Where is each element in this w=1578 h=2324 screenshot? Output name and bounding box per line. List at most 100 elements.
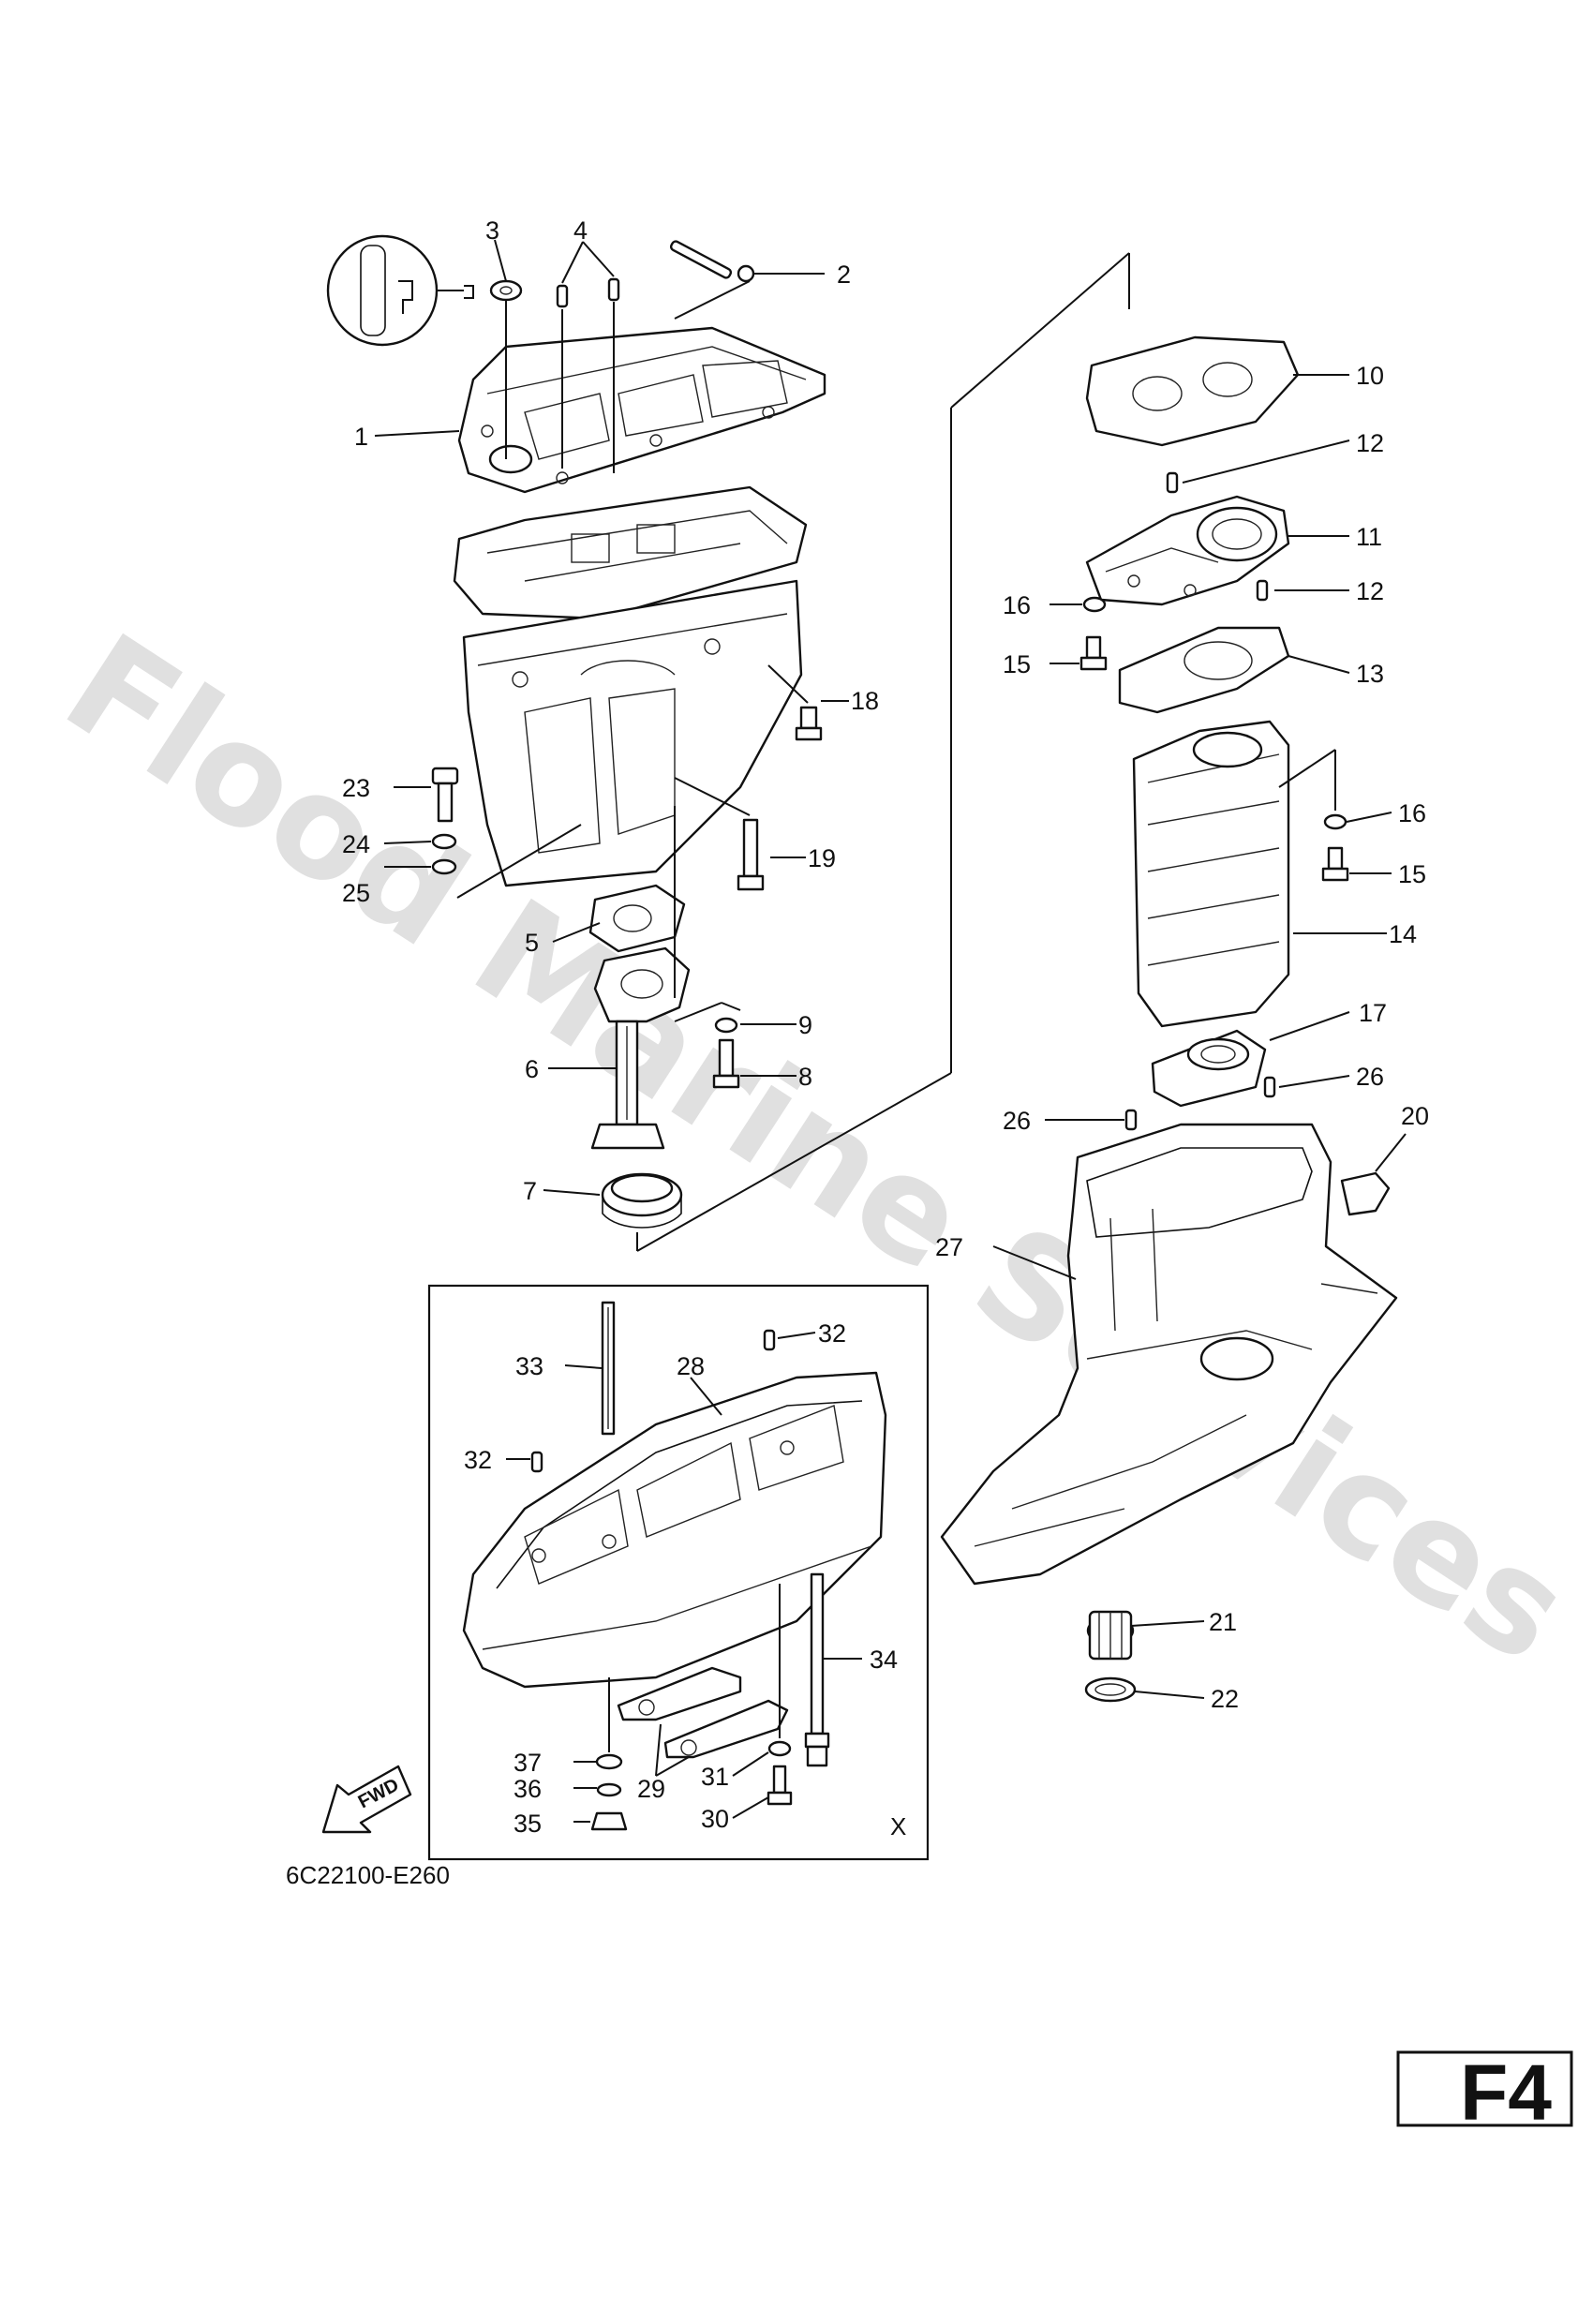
part-3-washer: [489, 279, 523, 302]
callout-7: 7: [523, 1177, 537, 1205]
callout-30: 30: [701, 1805, 729, 1833]
callout-11: 11: [1356, 523, 1382, 551]
callout-24: 24: [342, 830, 370, 858]
part-36-spring-washer: [596, 1782, 622, 1797]
callout-28: 28: [677, 1352, 705, 1380]
part-18-bolt: [767, 664, 849, 741]
part-7-seal: [601, 1172, 683, 1229]
callout-2: 2: [837, 261, 851, 289]
part-11-plate: [1085, 495, 1290, 606]
part-1-upper-case-plate: [457, 326, 826, 494]
part-32-dowel-b: [530, 1451, 543, 1473]
callout-26-right: 26: [1356, 1063, 1384, 1091]
part-exhaust-guide-body: [462, 579, 803, 887]
part-20-plug: [1340, 1171, 1391, 1216]
part-17-seal-housing: [1151, 1029, 1267, 1108]
part-15-bolt-lower: [1321, 846, 1349, 882]
inset-box-x: [427, 1284, 930, 1861]
part-8-bolt: [712, 1038, 740, 1089]
callout-1: 1: [354, 423, 368, 451]
callout-16-lower: 16: [1398, 799, 1426, 827]
part-22-circlip: [1084, 1676, 1137, 1703]
callout-10: 10: [1356, 362, 1384, 390]
callout-17: 17: [1359, 999, 1387, 1027]
part-16-washer-upper: [1082, 596, 1107, 613]
leader-lines-right: [992, 374, 1407, 1699]
callout-8: 8: [798, 1063, 812, 1091]
callout-12-upper: 12: [1356, 429, 1384, 457]
part-31-washer: [767, 1740, 792, 1757]
part-16-washer-lower: [1323, 813, 1347, 830]
part-26-dowel-left: [1124, 1109, 1138, 1131]
callout-16-upper: 16: [1003, 591, 1031, 619]
callout-labels: 3 4 2 1 10 12 11 12 16 15 13 18 16 15 23…: [342, 216, 1429, 1838]
part-25-washer: [431, 858, 457, 875]
part-4-dowels: [556, 277, 620, 308]
part-30-bolt: [767, 1765, 793, 1806]
callout-15-upper: 15: [1003, 650, 1031, 678]
part-13-gasket: [1118, 626, 1290, 714]
callout-21: 21: [1209, 1608, 1237, 1636]
part-33-stud-bolt: [601, 1301, 616, 1436]
part-27-lower-casing: [940, 1123, 1398, 1586]
callout-3: 3: [485, 216, 499, 245]
callout-14: 14: [1389, 920, 1417, 948]
callout-32-lower: 32: [464, 1446, 492, 1474]
part-9-washer: [714, 1017, 738, 1034]
callout-6: 6: [525, 1055, 539, 1083]
callout-34: 34: [870, 1646, 898, 1674]
part-12-dowel-upper: [1166, 471, 1179, 494]
callout-9: 9: [798, 1011, 812, 1039]
part-10-gasket: [1085, 335, 1300, 447]
callout-23: 23: [342, 774, 370, 802]
callout-19: 19: [808, 844, 836, 872]
callout-13: 13: [1356, 660, 1384, 688]
part-32-dowel-a: [763, 1329, 776, 1351]
catalog-code: 6C22100-E260: [286, 1861, 450, 1889]
part-23-bolt: [431, 767, 459, 823]
inset-marker-x: X: [890, 1812, 906, 1840]
part-19-bolt: [674, 777, 806, 891]
callout-26-left: 26: [1003, 1107, 1031, 1135]
callout-5: 5: [525, 929, 539, 957]
callout-35: 35: [514, 1810, 542, 1838]
part-12-dowel-lower: [1256, 579, 1269, 602]
part-15-bolt-upper: [1079, 635, 1108, 671]
callout-37: 37: [514, 1749, 542, 1777]
leader-lines-left-mid: [383, 786, 796, 1196]
leader-lines-inset: [506, 1332, 862, 1823]
part-2-hose-clip: [669, 240, 755, 283]
callout-36: 36: [514, 1775, 542, 1803]
callout-22: 22: [1211, 1685, 1239, 1713]
callout-4: 4: [573, 216, 588, 245]
callout-29: 29: [637, 1775, 665, 1803]
part-37-washer: [595, 1753, 623, 1770]
callout-12-lower: 12: [1356, 577, 1384, 605]
callout-32-upper: 32: [818, 1319, 846, 1348]
part-14-exhaust-manifold: [1132, 720, 1387, 1028]
part-upper-gasket: [453, 485, 808, 620]
clip-detail-inset: [326, 234, 474, 347]
part-21-drive-gear: [1086, 1610, 1135, 1661]
page-code-box: F4: [1396, 2048, 1573, 2137]
callout-20: 20: [1401, 1102, 1429, 1130]
part-26-dowel-right: [1263, 1076, 1276, 1098]
leader-lines-upper: [374, 239, 825, 473]
forward-direction-arrow: FWD: [321, 1765, 412, 1834]
callout-25: 25: [342, 879, 370, 907]
part-24-washer: [431, 833, 457, 850]
callout-31: 31: [701, 1763, 729, 1791]
part-29-anode-pieces: [617, 1666, 789, 1759]
part-6-water-tube-assembly: [590, 946, 691, 1150]
part-5-gasket: [588, 884, 686, 953]
assembly-divider-lines: [636, 252, 1130, 1252]
callout-33: 33: [515, 1352, 543, 1380]
part-35-nut: [590, 1811, 628, 1831]
callout-18: 18: [851, 687, 879, 715]
page-code: F4: [1460, 2048, 1552, 2137]
callout-27: 27: [935, 1233, 963, 1261]
callout-15-lower: 15: [1398, 860, 1426, 888]
part-34-long-bolt: [804, 1572, 830, 1767]
